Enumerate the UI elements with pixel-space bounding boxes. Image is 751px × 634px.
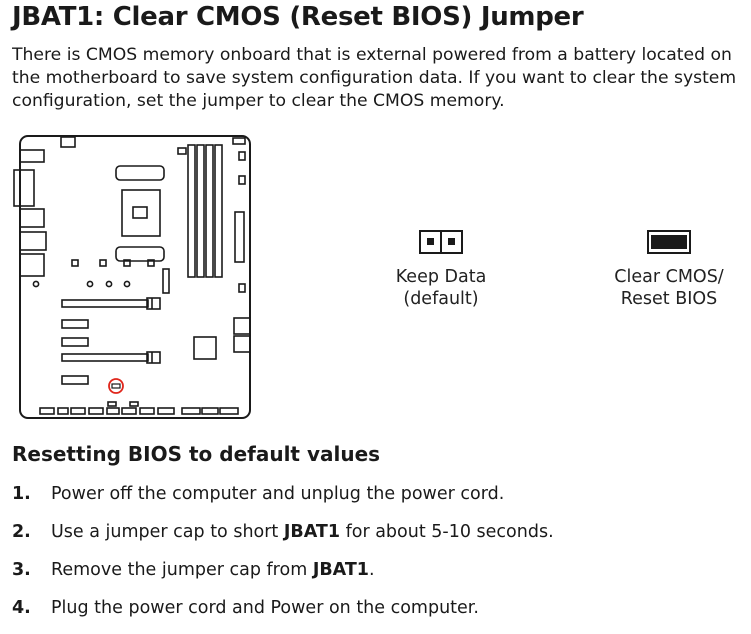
list-item: 1. Power off the computer and unplug the … <box>12 482 554 520</box>
cpu-mount-bottom <box>115 246 165 262</box>
cpu-socket-center <box>132 206 148 219</box>
step-text: Remove the jumper cap from JBAT1. <box>51 560 375 580</box>
pcie-x1-slot-3 <box>61 375 89 385</box>
bottom-header-9 <box>181 407 201 415</box>
jumper-keep-data-label-line-2: (default) <box>403 289 479 309</box>
pcie-slot-1 <box>61 299 149 308</box>
step-text-bold: JBAT1 <box>283 522 341 542</box>
pcie-x1-slot-1 <box>61 319 89 329</box>
board-small-component <box>177 147 187 155</box>
io-port-4 <box>19 231 47 251</box>
bottom-header-3 <box>70 407 86 415</box>
dimm-slot-2 <box>196 144 205 278</box>
board-outline <box>19 135 251 419</box>
right-connector-1 <box>238 151 246 161</box>
pcie-x1-slot-2 <box>61 337 89 347</box>
chipset <box>193 336 217 360</box>
cpu-socket <box>121 189 161 237</box>
list-item: 4. Plug the power cord and Power on the c… <box>12 596 554 634</box>
step-number: 3. <box>12 560 31 580</box>
board-vertical-component <box>162 268 170 294</box>
step-number: 2. <box>12 522 31 542</box>
bottom-header-8 <box>157 407 175 415</box>
intro-line-3: configuration, set the jumper to clear t… <box>12 91 505 111</box>
section-heading: Resetting BIOS to default values <box>12 442 381 466</box>
io-port-5 <box>19 253 45 277</box>
bottom-small-1 <box>107 401 117 407</box>
cpu-mount-top <box>115 165 165 181</box>
bottom-header-5 <box>106 407 120 415</box>
jbat1-location <box>111 383 121 389</box>
dimm-slot-1 <box>187 144 196 278</box>
pcie-slot-2-latch <box>146 351 161 364</box>
mount-hole-3 <box>105 280 113 288</box>
step-text: Power off the computer and unplug the po… <box>51 484 504 504</box>
jumper-clear-cmos-label-line-2: Reset BIOS <box>620 289 718 309</box>
board-dot-3 <box>123 259 131 267</box>
pcie-slot-2 <box>61 353 149 362</box>
board-dot-1 <box>71 259 79 267</box>
io-port-1 <box>19 149 45 163</box>
list-item: 2. Use a jumper cap to short JBAT1 for ab… <box>12 520 554 558</box>
dimm-slot-3 <box>205 144 214 278</box>
dimm-slot-4 <box>214 144 223 278</box>
step-text-before: Plug the power cord and Power on the com… <box>51 598 479 618</box>
bottom-header-10 <box>201 407 219 415</box>
board-dot-4 <box>147 259 155 267</box>
bottom-small-2 <box>129 401 139 407</box>
bottom-header-4 <box>88 407 104 415</box>
step-text-after: for about 5-10 seconds. <box>340 522 554 542</box>
mount-hole-1 <box>32 280 40 288</box>
right-connector-3 <box>238 283 246 293</box>
board-dot-2 <box>99 259 107 267</box>
bottom-header-1 <box>39 407 55 415</box>
intro-paragraph: There is CMOS memory onboard that is ext… <box>12 44 751 113</box>
sata-connector-2 <box>233 335 251 353</box>
bottom-header-7 <box>139 407 155 415</box>
list-item: 3. Remove the jumper cap from JBAT1. <box>12 558 554 596</box>
step-number: 4. <box>12 598 31 618</box>
right-connector-atx <box>234 211 245 263</box>
step-text-before: Power off the computer and unplug the po… <box>51 484 505 504</box>
jumper-keep-data: Keep Data (default) <box>351 230 531 310</box>
intro-line-2: the motherboard to save system configura… <box>12 68 737 88</box>
page-title: JBAT1: Clear CMOS (Reset BIOS) Jumper <box>12 2 584 32</box>
step-number: 1. <box>12 484 31 504</box>
board-top-connector <box>60 136 76 148</box>
step-text-before: Use a jumper cap to short <box>51 522 284 542</box>
motherboard-diagram <box>13 135 251 419</box>
step-text: Use a jumper cap to short JBAT1 for abou… <box>51 522 554 542</box>
jumper-keep-data-label: Keep Data (default) <box>351 266 531 310</box>
step-text-after: . <box>368 560 375 580</box>
bottom-header-6 <box>121 407 137 415</box>
steps-list: 1. Power off the computer and unplug the … <box>12 482 554 634</box>
mount-hole-2 <box>86 280 94 288</box>
pcie-slot-1-latch <box>146 297 161 310</box>
io-port-2 <box>13 169 35 207</box>
jumper-clear-cmos: Clear CMOS/ Reset BIOS <box>579 230 751 310</box>
step-text: Plug the power cord and Power on the com… <box>51 598 479 618</box>
jumper-shorted-icon <box>647 230 691 254</box>
jumper-keep-data-label-line-1: Keep Data <box>395 267 487 287</box>
sata-connector-1 <box>233 317 251 335</box>
jumper-open-icon <box>419 230 463 254</box>
bottom-header-11 <box>219 407 239 415</box>
intro-line-1: There is CMOS memory onboard that is ext… <box>12 45 732 65</box>
io-port-3 <box>19 208 45 228</box>
jbat1-highlight-circle <box>108 378 124 394</box>
bottom-header-2 <box>57 407 69 415</box>
step-text-before: Remove the jumper cap from <box>51 560 313 580</box>
mount-hole-4 <box>123 280 131 288</box>
jumper-clear-cmos-label: Clear CMOS/ Reset BIOS <box>579 266 751 310</box>
board-top-right-connector <box>232 137 246 145</box>
jumper-clear-cmos-label-line-1: Clear CMOS/ <box>614 267 724 287</box>
step-text-bold: JBAT1 <box>312 560 369 580</box>
right-connector-2 <box>238 175 246 185</box>
